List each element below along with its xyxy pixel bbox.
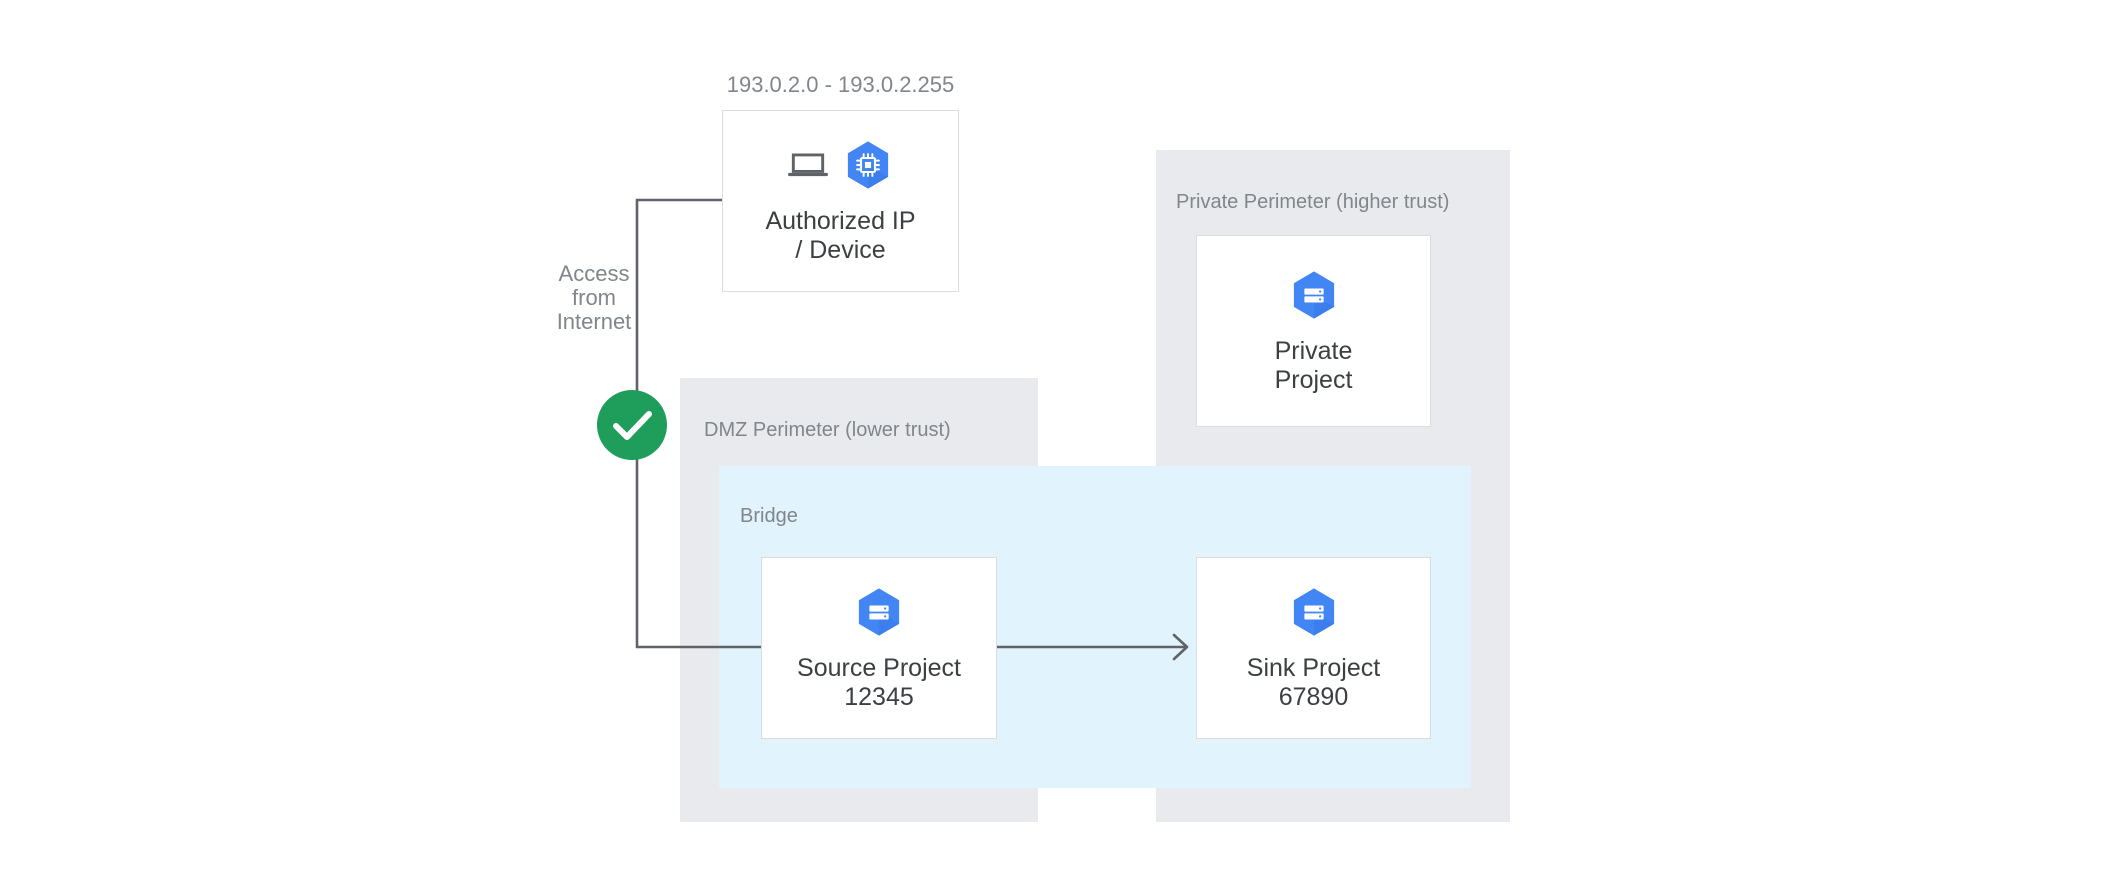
project-icon — [1293, 588, 1334, 636]
bridge-label: Bridge — [740, 505, 798, 527]
node-icon-group — [1286, 267, 1342, 323]
node-source-project-label: Source Project 12345 — [797, 654, 961, 711]
node-sink-project-label: Sink Project 67890 — [1246, 654, 1381, 711]
perimeter-dmz-label: DMZ Perimeter (lower trust) — [704, 419, 951, 441]
node-icon-group — [851, 584, 907, 640]
laptop-icon — [787, 153, 828, 177]
node-authorized-ip-device-label: Authorized IP / Device — [765, 207, 916, 264]
node-icon-group — [786, 137, 896, 193]
access-from-internet-label: Access from Internet — [556, 261, 632, 334]
ip-range-label: 193.0.2.0 - 193.0.2.255 — [726, 72, 955, 97]
check-circle-icon — [597, 390, 667, 460]
node-private-project-label: Private Project — [1274, 337, 1353, 394]
node-authorized-ip-device[interactable]: Authorized IP / Device — [722, 110, 959, 292]
project-icon — [858, 588, 900, 636]
perimeter-private-label: Private Perimeter (higher trust) — [1176, 191, 1450, 213]
node-source-project[interactable]: Source Project 12345 — [761, 557, 997, 739]
iot-core-icon — [847, 141, 888, 189]
project-icon — [1293, 271, 1334, 319]
node-sink-project[interactable]: Sink Project 67890 — [1196, 557, 1431, 739]
node-icon-group — [1286, 584, 1342, 640]
node-private-project[interactable]: Private Project — [1196, 235, 1431, 427]
